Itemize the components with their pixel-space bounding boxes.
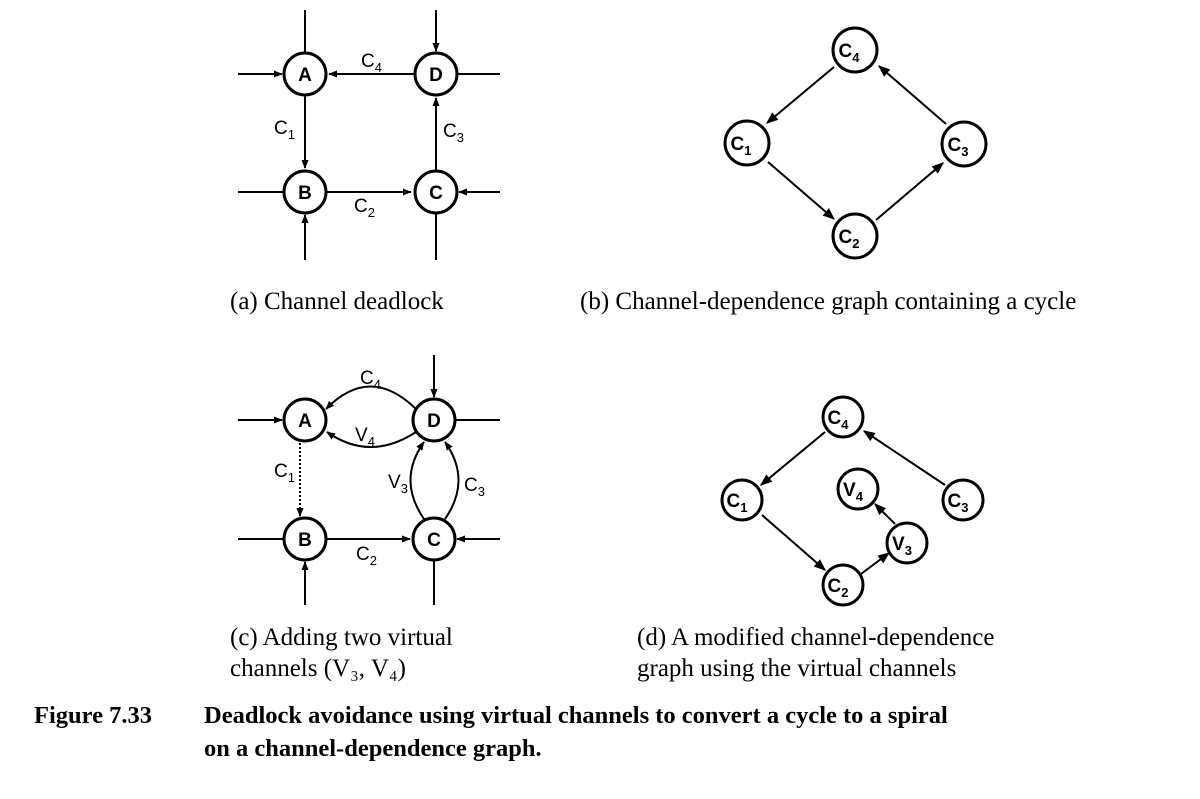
label-c1: C1 <box>274 118 295 142</box>
router-node-b: B <box>282 516 328 562</box>
caption-c-line2: channels (V₃, V₄) <box>230 655 406 683</box>
caption-b: (b) Channel-dependence graph containing … <box>580 288 1077 315</box>
channel-node-c3: C3 <box>941 478 985 522</box>
svg-text:V3: V3 <box>892 534 912 558</box>
svg-text:B: B <box>298 183 312 204</box>
panel-d-modified-graph: C4 C1 C2 C3 V4 V3 <box>720 395 985 607</box>
label-c2: C2 <box>356 544 377 568</box>
caption-d-line2: graph using the virtual channels <box>637 655 957 683</box>
channel-c3 <box>444 441 460 520</box>
router-node-d: D <box>411 397 457 443</box>
svg-text:A: A <box>298 411 312 432</box>
svg-text:C2: C2 <box>839 227 860 251</box>
label-c4: C4 <box>360 368 381 392</box>
router-node-d: D <box>413 51 459 97</box>
caption-c-line1: (c) Adding two virtual <box>230 624 453 651</box>
channel-v3 <box>409 441 425 520</box>
label-c3: C3 <box>464 475 485 499</box>
svg-text:C1: C1 <box>727 491 748 515</box>
label-c4: C4 <box>361 51 382 75</box>
svg-text:C3: C3 <box>948 135 969 159</box>
router-node-b: B <box>282 169 328 215</box>
virtual-node-v3: V3 <box>885 521 929 565</box>
figure-number: Figure 7.33 <box>34 702 152 729</box>
caption-d-line1: (d) A modified channel-dependence <box>637 624 995 651</box>
svg-text:C4: C4 <box>839 41 861 65</box>
svg-text:C1: C1 <box>731 134 752 158</box>
channel-v4 <box>326 431 417 448</box>
label-v3: V3 <box>388 472 408 496</box>
panel-b-dependence-graph: C4 C1 C2 C3 <box>723 26 988 260</box>
channel-node-c2: C2 <box>831 212 879 260</box>
router-node-c: C <box>413 169 459 215</box>
channel-node-c2: C2 <box>821 563 865 607</box>
virtual-node-v4: V4 <box>836 467 880 511</box>
svg-text:A: A <box>298 65 312 86</box>
channel-node-c3: C3 <box>940 120 988 168</box>
svg-text:C3: C3 <box>948 491 969 515</box>
caption-c: (c) Adding two virtual channels (V₃, V₄) <box>230 622 453 685</box>
router-node-a: A <box>282 51 328 97</box>
svg-text:V4: V4 <box>843 480 864 504</box>
label-c2: C2 <box>354 196 375 220</box>
router-node-a: A <box>282 397 328 443</box>
svg-text:B: B <box>298 530 312 551</box>
channel-node-c1: C1 <box>720 478 764 522</box>
figure-caption: Figure 7.33 Deadlock avoidance using virt… <box>34 700 1194 765</box>
channel-node-c4: C4 <box>821 395 865 439</box>
caption-a: (a) Channel deadlock <box>230 288 444 315</box>
figure-caption-line1: Deadlock avoidance using virtual channel… <box>204 702 948 729</box>
router-node-c: C <box>411 516 457 562</box>
panel-c-virtual-channels: A D B C C4 V4 C1 C2 V3 C3 <box>238 355 500 605</box>
svg-text:D: D <box>427 411 441 432</box>
caption-d: (d) A modified channel-dependence graph … <box>637 622 995 685</box>
svg-text:C: C <box>429 183 443 204</box>
svg-text:D: D <box>429 65 443 86</box>
svg-text:C4: C4 <box>828 408 850 432</box>
channel-node-c1: C1 <box>723 119 771 167</box>
label-c3: C3 <box>443 121 464 145</box>
label-c1: C1 <box>274 461 295 485</box>
channel-c4 <box>325 385 417 410</box>
svg-text:C2: C2 <box>828 576 849 600</box>
channel-node-c4: C4 <box>831 26 879 74</box>
label-v4: V4 <box>355 425 375 449</box>
svg-text:C: C <box>427 530 441 551</box>
panel-a-channel-deadlock: A D B C C4 C1 C2 C3 <box>238 10 500 260</box>
figure-caption-line2: on a channel-dependence graph. <box>204 734 542 762</box>
